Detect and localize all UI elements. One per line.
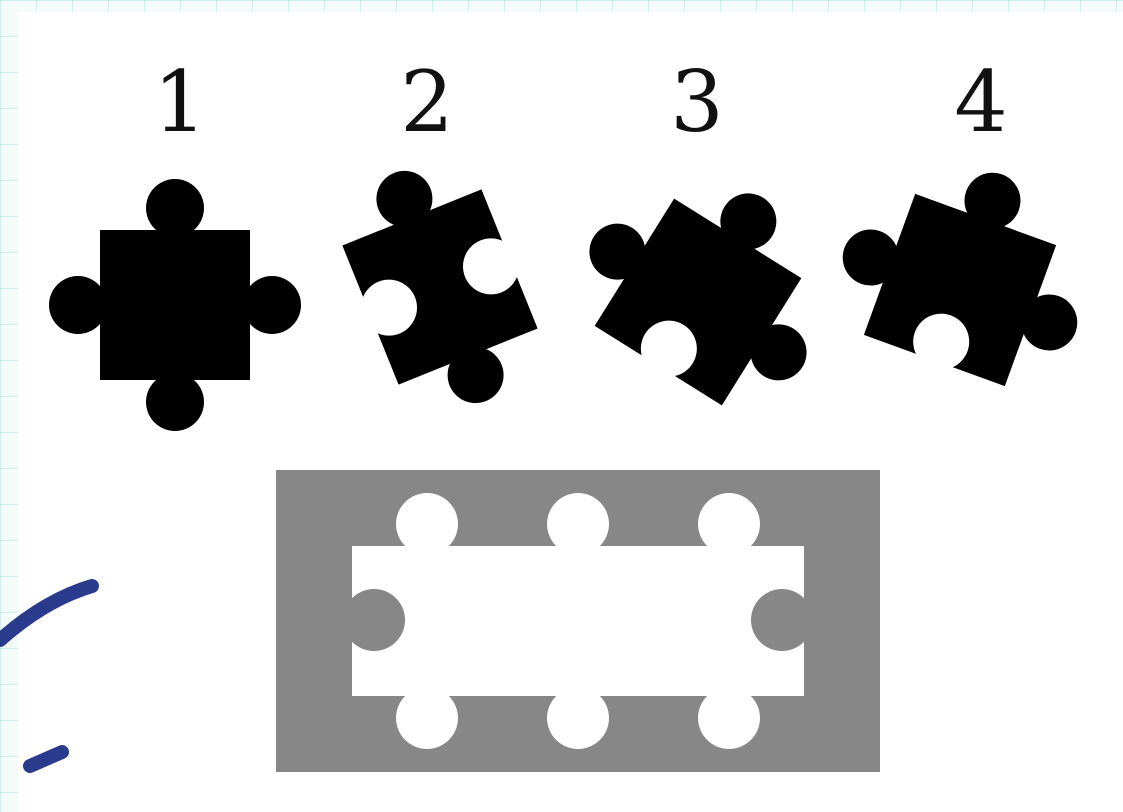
puzzle-piece-1 [49, 179, 301, 431]
puzzle-board [276, 470, 880, 772]
puzzle-piece-2 [324, 145, 555, 429]
board-slot [352, 546, 804, 696]
puzzle-piece-3 [554, 133, 868, 431]
pen-stroke-2 [30, 752, 62, 766]
pen-stroke-1 [0, 586, 92, 640]
slot-bottom-cutout-3 [698, 687, 760, 749]
slot-right-tab [751, 589, 813, 651]
slot-top-cutout-2 [547, 493, 609, 555]
slot-top-cutout-1 [396, 493, 458, 555]
slot-bottom-cutout-2 [547, 687, 609, 749]
slot-left-tab [343, 589, 405, 651]
puzzle-piece-4 [819, 132, 1118, 402]
slot-top-cutout-3 [698, 493, 760, 555]
slot-bottom-cutout-1 [396, 687, 458, 749]
